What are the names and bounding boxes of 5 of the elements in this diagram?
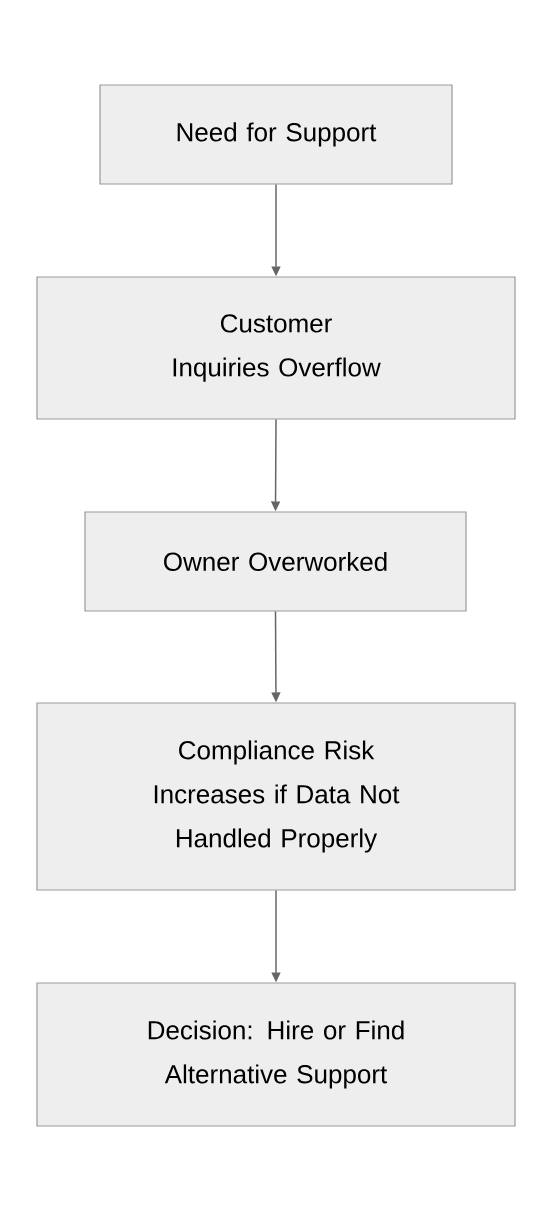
process-box: Owner Overworked: [84, 511, 467, 612]
process-box: Decision: Hire or Find Alternative Support: [36, 982, 516, 1127]
process-box: Need for Support: [99, 84, 453, 185]
process-box: Customer Inquiries Overflow: [36, 276, 516, 420]
process-box: Compliance Risk Increases if Data Not Handled Properly: [36, 702, 516, 891]
